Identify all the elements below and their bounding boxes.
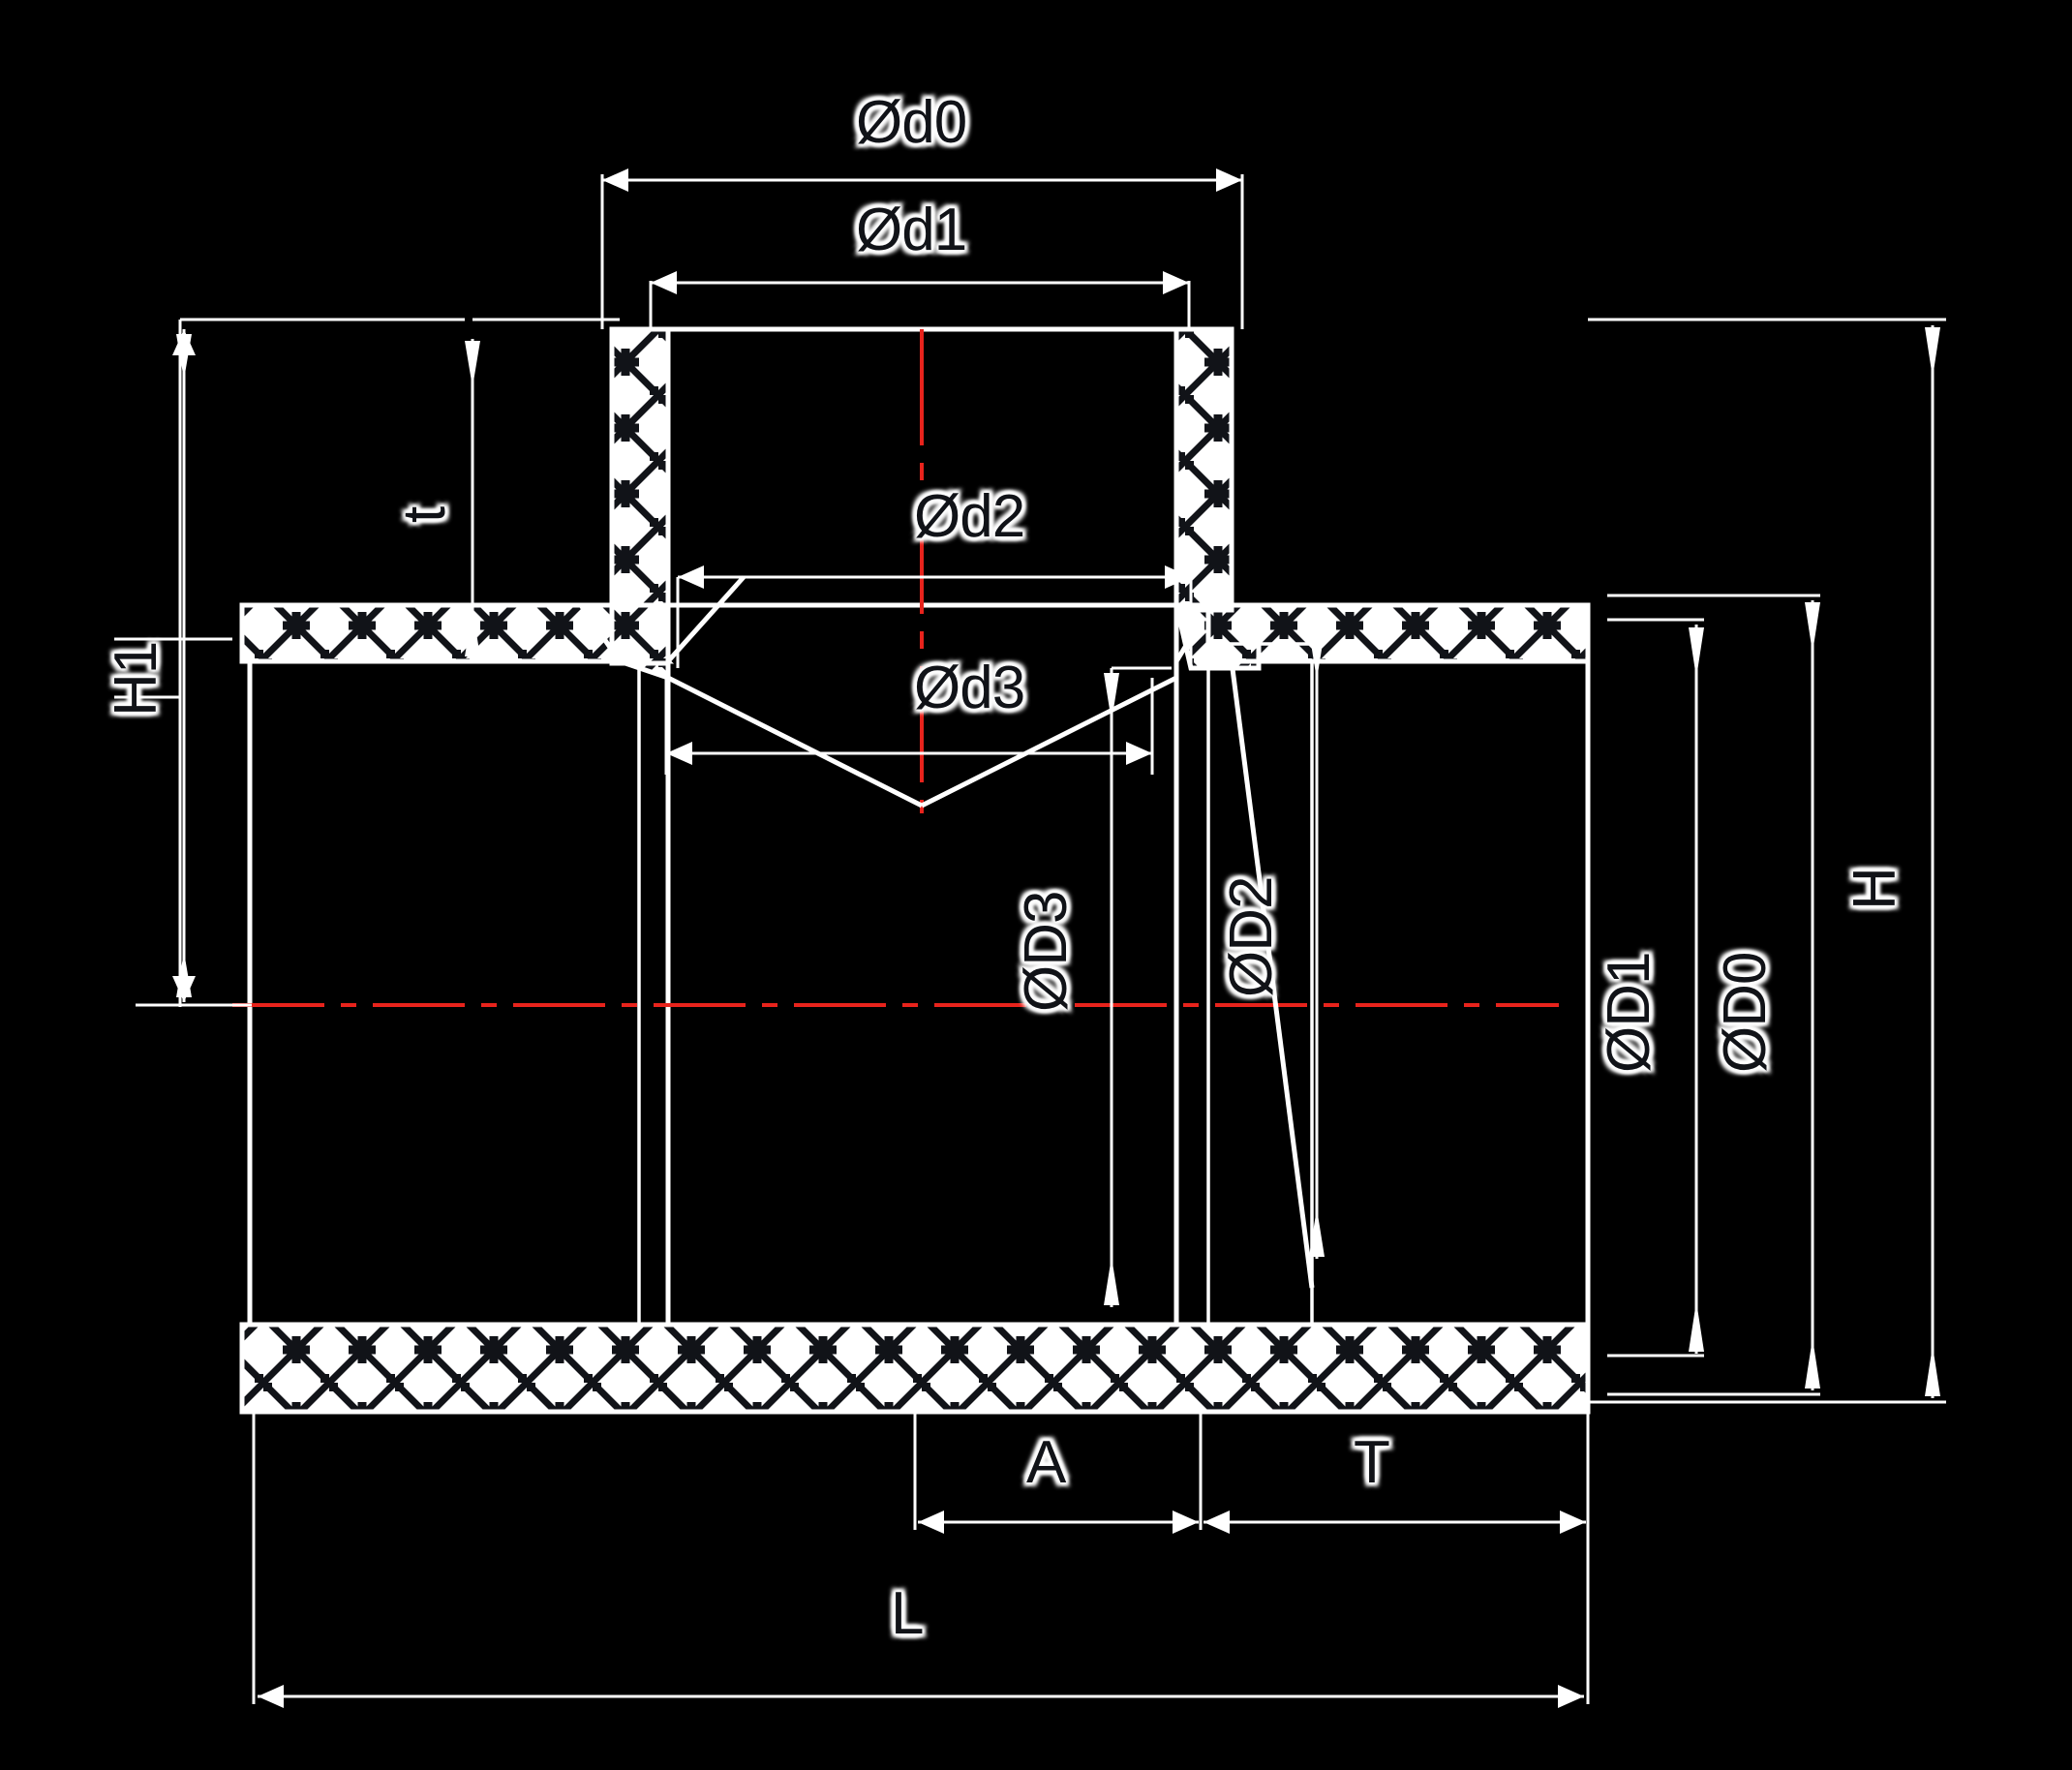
dim-H1 <box>114 318 465 1007</box>
label-phi-d2: Ød2 <box>914 483 1025 550</box>
dim-phi-D3 <box>1104 666 1172 1307</box>
label-T: T <box>1354 1429 1390 1496</box>
label-H: H <box>1842 868 1908 910</box>
hatch-borders <box>239 326 1591 1415</box>
label-phi-D1: ØD1 <box>1596 952 1662 1073</box>
dim-phi-d1 <box>649 271 1191 329</box>
dim-phi-d0 <box>600 168 1244 329</box>
centerlines <box>232 329 1559 1007</box>
dim-phi-D0 <box>1607 594 1820 1396</box>
label-phi-D0: ØD0 <box>1712 952 1779 1073</box>
label-H1: H1 <box>103 641 169 717</box>
dim-L <box>252 1414 1590 1708</box>
label-t: t <box>391 506 458 523</box>
dim-phi-d2 <box>676 565 1193 668</box>
dim-t <box>465 318 620 658</box>
label-L: L <box>891 1580 924 1647</box>
label-phi-D3: ØD3 <box>1013 891 1080 1012</box>
dim-T <box>1199 1414 1590 1534</box>
dim-phi-d3 <box>664 678 1154 775</box>
label-phi-d3: Ød3 <box>914 655 1025 721</box>
label-A: A <box>1026 1429 1066 1496</box>
dim-H <box>1588 318 1946 1404</box>
dim-phi-D2 <box>1309 629 1325 1259</box>
label-phi-D2: ØD2 <box>1218 876 1285 997</box>
label-phi-d0: Ød0 <box>856 89 967 156</box>
label-phi-d1: Ød1 <box>856 197 967 263</box>
dim-phi-D1 <box>1607 618 1704 1358</box>
